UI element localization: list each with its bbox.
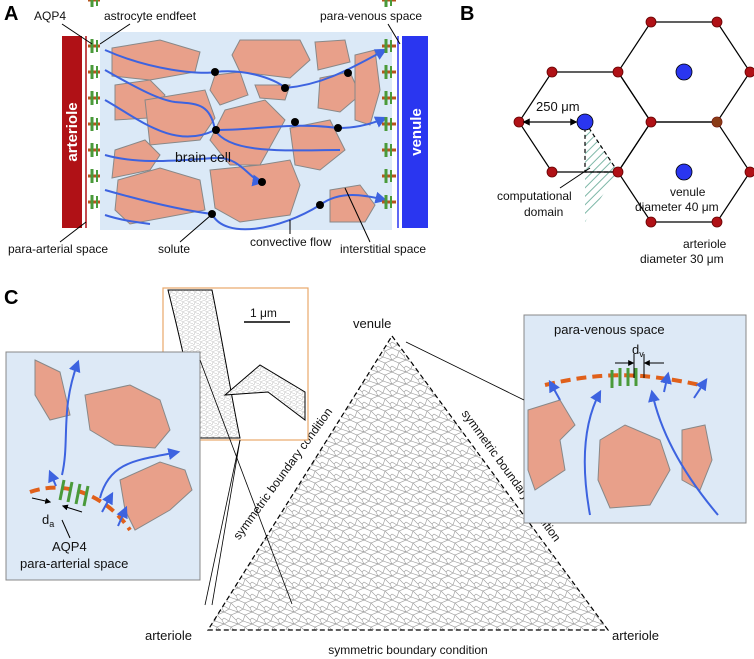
label-computational-2: domain xyxy=(524,205,563,219)
venule-bar-label: venule xyxy=(408,108,425,156)
astrocyte-endfeet-left xyxy=(86,0,102,211)
leader-para-venous-a xyxy=(387,23,401,45)
label-arteriole-c-left: arteriole xyxy=(145,628,192,643)
label-venule-c: venule xyxy=(353,316,391,331)
label-para-venous-space-a: para-venous space xyxy=(320,9,422,23)
panel-a-diagram: arteriole venule xyxy=(62,0,428,231)
da-arrow-left xyxy=(31,497,52,504)
da-arrow-right xyxy=(61,504,83,513)
leader-interstitial-space xyxy=(344,187,371,243)
label-astrocyte-endfeet: astrocyte endfeet xyxy=(104,9,197,23)
label-aqp4-a: AQP4 xyxy=(34,9,66,23)
brain-cells-venous xyxy=(527,399,713,509)
leader-para-arterial-a xyxy=(59,221,87,243)
venule-bar xyxy=(402,36,428,228)
arteriole-bar xyxy=(62,36,82,228)
panel-b-hexagon-lattice xyxy=(513,16,754,228)
label-brain-cell: brain cell xyxy=(175,149,231,165)
para-arterial-inset xyxy=(5,351,293,605)
flow-lines-venous xyxy=(548,371,719,516)
venous-wall xyxy=(544,373,701,387)
brain-cells-arterial xyxy=(34,359,193,531)
convective-flow-lines xyxy=(104,48,388,231)
leader-solute xyxy=(179,215,211,243)
label-para-arterial-space-c: para-arterial space xyxy=(20,556,128,571)
leader-computational xyxy=(559,167,591,189)
label-aqp4-c: AQP4 xyxy=(52,539,87,554)
venule-nodes xyxy=(576,63,693,181)
leader-aqp4-a xyxy=(61,23,93,45)
label-scale-bar: 1 μm xyxy=(250,306,277,320)
label-convective-flow: convective flow xyxy=(250,235,332,249)
label-distance: 250 μm xyxy=(536,99,580,114)
label-da: da xyxy=(42,512,54,529)
brain-cells xyxy=(111,39,381,225)
panel-label-a: A xyxy=(4,3,18,25)
solute-dots xyxy=(208,68,352,218)
aqp4-channels-venous xyxy=(610,368,638,388)
label-arteriole-b-2: diameter 30 μm xyxy=(640,252,724,266)
label-venule-b-2: diameter 40 μm xyxy=(635,200,719,214)
label-para-arterial-space-a: para-arterial space xyxy=(8,242,108,256)
computational-domain-outline xyxy=(584,120,620,173)
arteriole-node-highlight xyxy=(712,117,722,127)
arteriole-bar-label: arteriole xyxy=(64,102,81,161)
astrocyte-endfeet-right xyxy=(380,0,398,211)
para-venous-inset xyxy=(405,314,747,524)
aqp4-channels-arterial xyxy=(58,479,90,507)
label-symmetric-bottom: symmetric boundary condition xyxy=(328,643,487,657)
label-computational-1: computational xyxy=(497,189,572,203)
leader-aqp4-c xyxy=(61,519,71,539)
label-para-venous-space-c: para-venous space xyxy=(554,322,665,337)
panel-label-c: C xyxy=(4,287,18,309)
label-arteriole-b-1: arteriole xyxy=(683,237,727,251)
label-dv: dv xyxy=(632,342,644,359)
label-solute: solute xyxy=(158,242,190,256)
leader-astrocyte-endfeet xyxy=(99,23,131,45)
mesh-triangle xyxy=(206,334,610,631)
label-venule-b-1: venule xyxy=(670,185,706,199)
label-arteriole-c-right: arteriole xyxy=(612,628,659,643)
label-interstitial-space: interstitial space xyxy=(340,242,426,256)
panel-label-b: B xyxy=(460,3,474,25)
flow-lines-arterial xyxy=(48,359,181,527)
arterial-wall xyxy=(29,485,132,532)
